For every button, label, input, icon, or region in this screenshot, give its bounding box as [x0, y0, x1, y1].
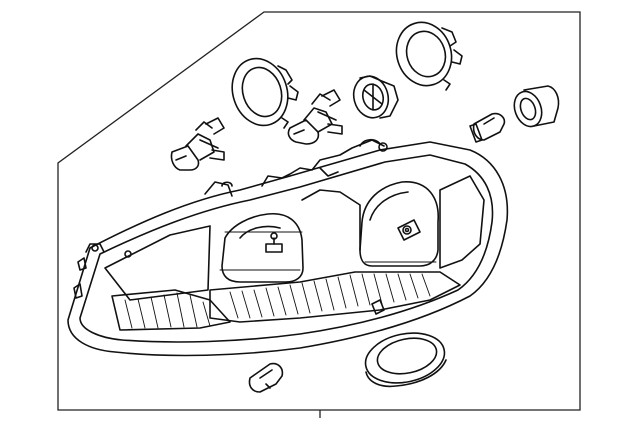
- socket-cap-icon: [513, 85, 560, 128]
- h7-bulb-icon: [170, 117, 225, 171]
- diagram-frame: [57, 11, 581, 418]
- lens-hatching: [124, 231, 437, 329]
- dust-cap-icon: [395, 21, 463, 91]
- dust-cap-icon: [231, 57, 299, 129]
- wedge-bulb-icon: [248, 362, 284, 393]
- h7-bulb-icon: [287, 89, 343, 145]
- bulb-socket-icon: [352, 75, 399, 119]
- headlamp-assembly-icon: [67, 138, 509, 357]
- wedge-bulb-icon: [469, 112, 506, 143]
- seal-ring-icon: [364, 332, 447, 388]
